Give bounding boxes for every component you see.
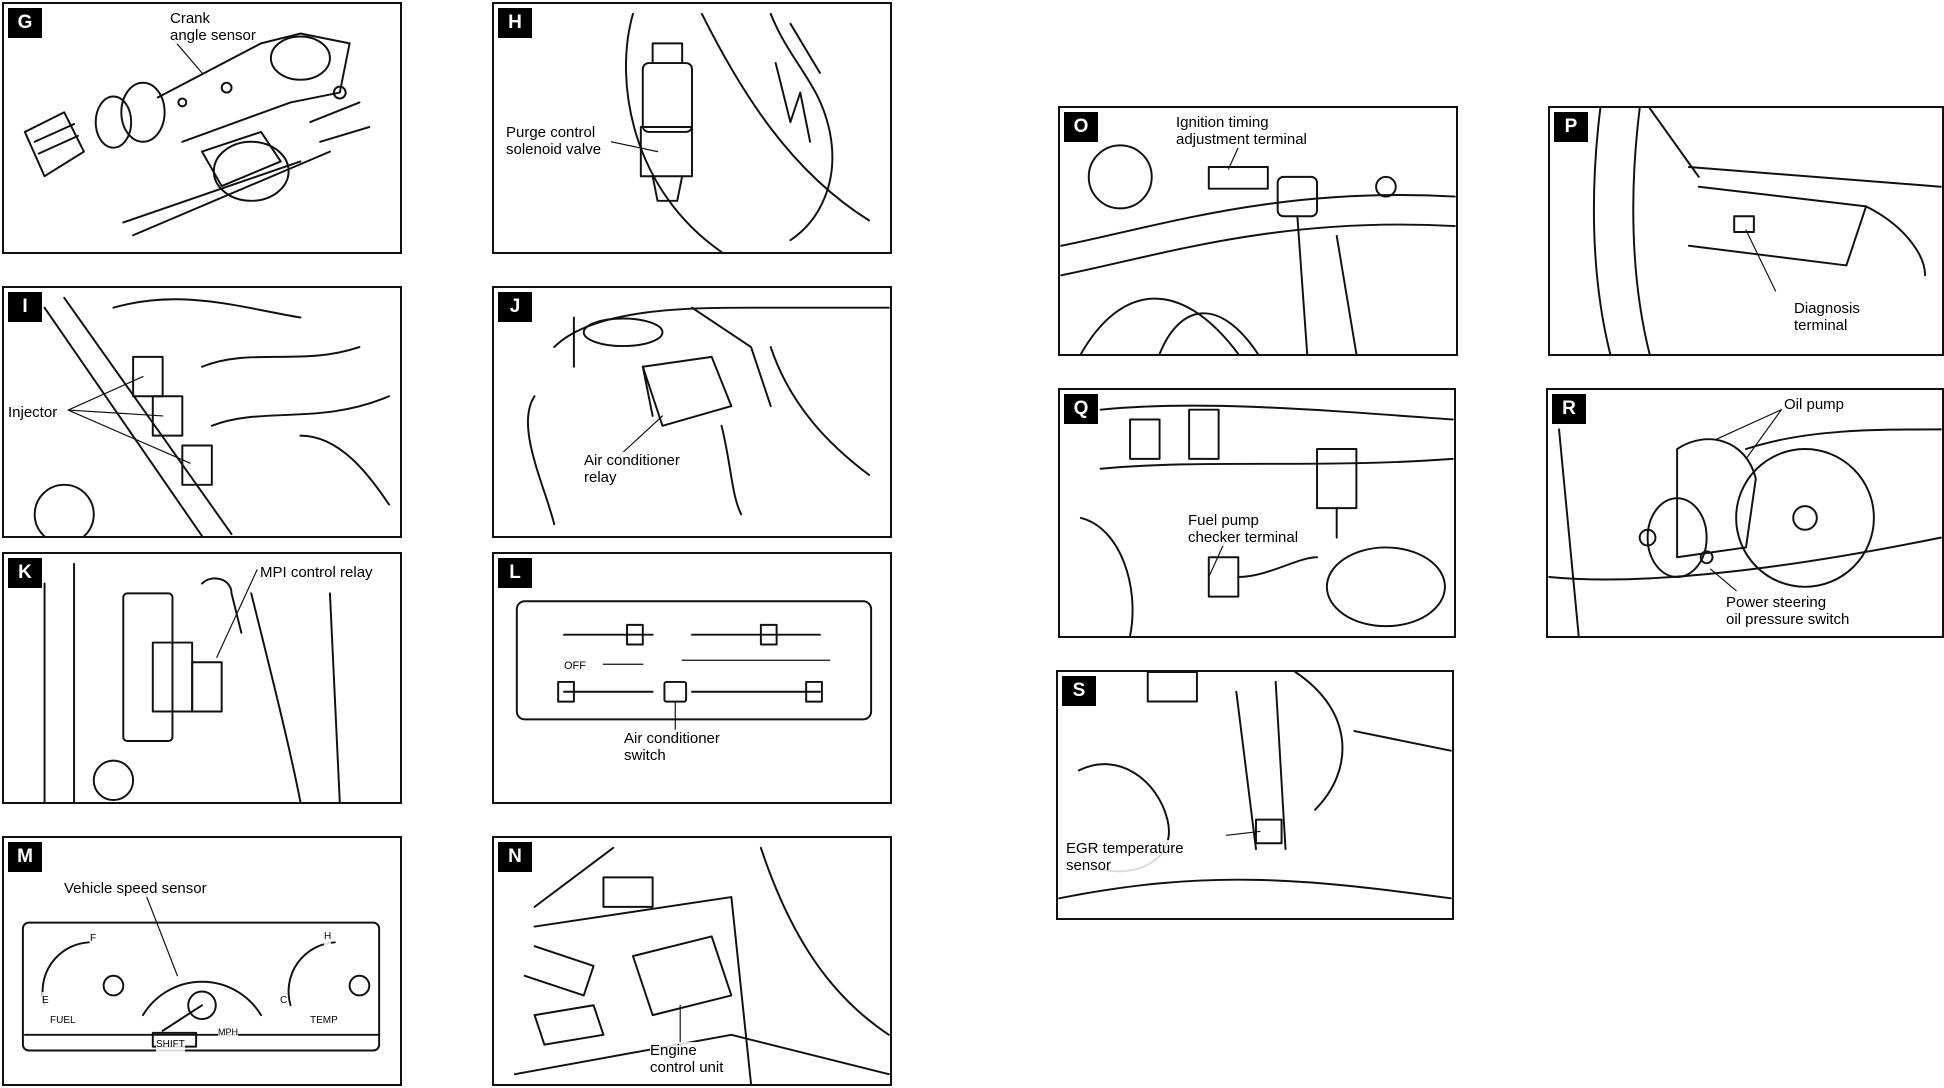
callout-label: MPI control relay <box>260 564 373 581</box>
ac-control-panel-drawing <box>515 600 873 730</box>
ac-relay-drawing <box>526 306 890 526</box>
panel-letter: R <box>1552 394 1586 424</box>
panel-letter: Q <box>1064 394 1098 424</box>
callout-label: Purge control solenoid valve <box>506 124 602 158</box>
instrument-cluster-drawing <box>21 886 381 1052</box>
callout-label: EGR temperature sensor <box>1066 840 1184 874</box>
callout-label: Air conditioner relay <box>584 452 680 486</box>
panel-letter: J <box>498 292 532 322</box>
callout-label: Diagnosis terminal <box>1794 300 1860 334</box>
callout-label: Air conditioner switch <box>624 730 720 764</box>
callout-label: Ignition timing adjustment terminal <box>1176 114 1307 148</box>
callout-label: Engine control unit <box>650 1042 724 1076</box>
mpi-relay-drawing <box>43 562 341 802</box>
panel-letter: G <box>8 8 42 38</box>
callout-label: Power steering oil pressure switch <box>1726 594 1850 628</box>
panel-letter: S <box>1062 676 1096 706</box>
panel-letter: O <box>1064 112 1098 142</box>
gauge-e-label: E <box>42 992 49 1009</box>
panel-letter: N <box>498 842 532 872</box>
shift-label: SHIFT <box>156 1036 185 1053</box>
gauge-c-label: C <box>280 992 288 1009</box>
panel-p: P Diagnosis terminal <box>1548 106 1944 356</box>
panel-i: I Injector <box>2 286 402 538</box>
panel-n: N Engine control unit <box>492 836 892 1086</box>
panel-r: R Oil pump Power steering oil pressure s… <box>1546 388 1944 638</box>
panel-o: O Ignition timing adjustment terminal <box>1058 106 1458 356</box>
panel-letter: M <box>8 842 42 872</box>
callout-label: Vehicle speed sensor <box>64 880 207 897</box>
panel-k: K MPI control relay <box>2 552 402 804</box>
fuel-pump-checker-drawing <box>1079 404 1454 636</box>
injector-rail-drawing <box>33 296 390 536</box>
fuel-label: FUEL <box>50 1012 76 1029</box>
distributor-exploded-drawing <box>23 32 371 237</box>
oil-pump-label: Oil pump <box>1784 396 1845 413</box>
temp-label: TEMP <box>310 1012 338 1029</box>
panel-m: M Vehicle speed sensor FUEL TEMP SHIFT M… <box>2 836 402 1086</box>
diagnosis-terminal-drawing <box>1592 108 1942 354</box>
gauge-f-label: F <box>90 930 97 947</box>
panel-s: S EGR temperature sensor <box>1056 670 1454 920</box>
callout-label: Fuel pump checker terminal <box>1188 512 1299 546</box>
panel-q: Q Fuel pump checker terminal <box>1058 388 1456 638</box>
timing-terminal-drawing <box>1060 144 1456 354</box>
mph-label: MPH <box>218 1024 238 1041</box>
egr-sensor-drawing <box>1058 672 1452 900</box>
panel-l: L OFF Air conditioner switch <box>492 552 892 804</box>
off-label: OFF <box>564 658 586 675</box>
panel-g: G Crank angle sensor <box>2 2 402 254</box>
oil-pump-drawing <box>1548 409 1942 636</box>
purge-valve-drawing <box>610 12 871 252</box>
gauge-h-label: H <box>324 928 332 945</box>
callout-label: Injector <box>8 404 58 421</box>
panel-j: J Air conditioner relay <box>492 286 892 538</box>
panel-letter: L <box>498 558 532 588</box>
panel-letter: P <box>1554 112 1588 142</box>
panel-letter: H <box>498 8 532 38</box>
callout-label: Crank angle sensor <box>170 10 256 44</box>
ecu-location-drawing <box>513 846 890 1084</box>
panel-letter: I <box>8 292 42 322</box>
panel-letter: K <box>8 558 42 588</box>
panel-h: H Purge control solenoid valve <box>492 2 892 254</box>
